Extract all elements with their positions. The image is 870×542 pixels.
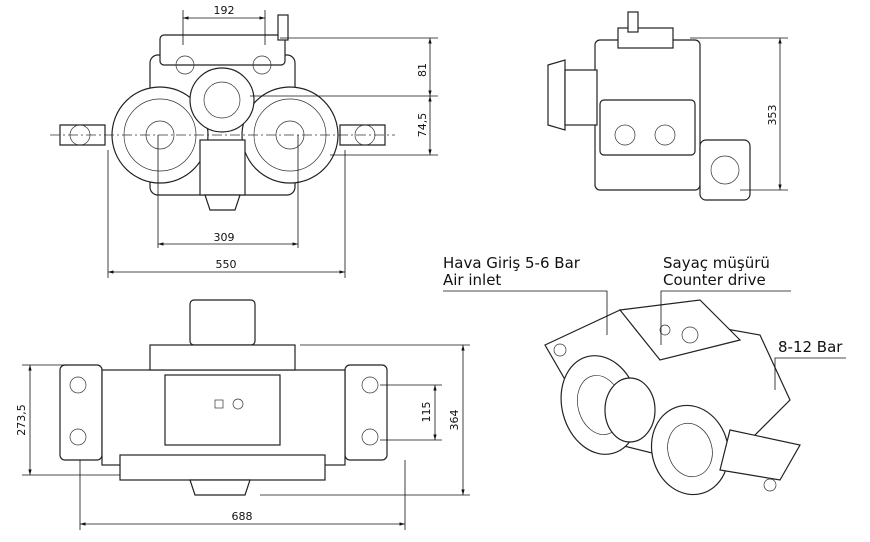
counter-drive-label-tr: Sayaç müşürü [663,254,770,272]
dim-74-5: 74,5 [416,113,429,138]
dim-115: 115 [420,402,433,423]
dim-81: 81 [416,63,429,77]
dim-309: 309 [214,231,235,244]
pressure-label: 8-12 Bar [778,338,843,356]
front-view [50,14,395,211]
dim-688: 688 [232,510,253,523]
dim-273-5: 273,5 [15,404,28,436]
air-inlet-label-tr: Hava Giriş 5-6 Bar [443,254,581,272]
isometric-view [544,299,801,496]
air-inlet-label-en: Air inlet [443,271,501,289]
dim-192: 192 [214,4,235,17]
dim-550: 550 [216,258,237,271]
callouts: Hava Giriş 5-6 Bar Air inlet Sayaç müşür… [443,254,846,390]
dim-353: 353 [766,105,779,126]
bottom-view [59,299,388,496]
dim-364: 364 [448,410,461,431]
side-view: 353 [547,11,788,201]
bottom-dimensions: 273,5 115 364 688 [15,344,470,530]
front-dimensions: 192 81 74,5 309 550 [107,4,438,278]
counter-drive-label-en: Counter drive [663,271,766,289]
